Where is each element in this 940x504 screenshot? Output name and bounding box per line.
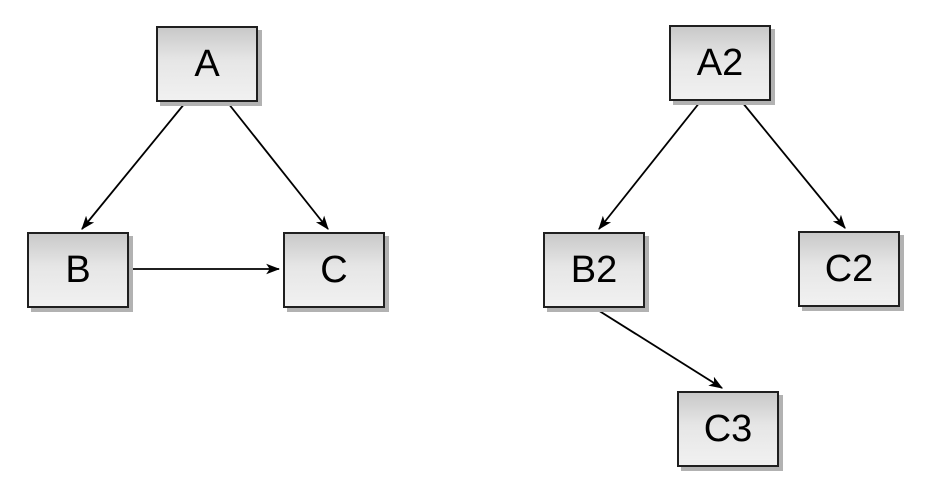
edge-A2-B2 (598, 101, 701, 230)
node-C3[interactable]: C3 (677, 391, 779, 467)
node-A2[interactable]: A2 (669, 25, 771, 101)
node-A[interactable]: A (156, 26, 258, 102)
node-C-label: C (320, 249, 348, 291)
node-C3-label: C3 (703, 408, 753, 450)
node-B[interactable]: B (27, 232, 129, 308)
node-C2[interactable]: C2 (798, 231, 900, 307)
node-A2-label: A2 (696, 42, 744, 84)
node-B2-label: B2 (570, 249, 618, 291)
edge-A2-C2 (741, 101, 846, 229)
node-A-label: A (194, 43, 220, 85)
edge-B2-C3 (592, 306, 723, 389)
node-C2-label: C2 (824, 248, 874, 290)
node-C[interactable]: C (283, 232, 385, 308)
edge-A-B (81, 102, 186, 230)
node-B2[interactable]: B2 (543, 232, 645, 308)
edge-A-C (227, 102, 329, 230)
node-B-label: B (65, 249, 91, 291)
